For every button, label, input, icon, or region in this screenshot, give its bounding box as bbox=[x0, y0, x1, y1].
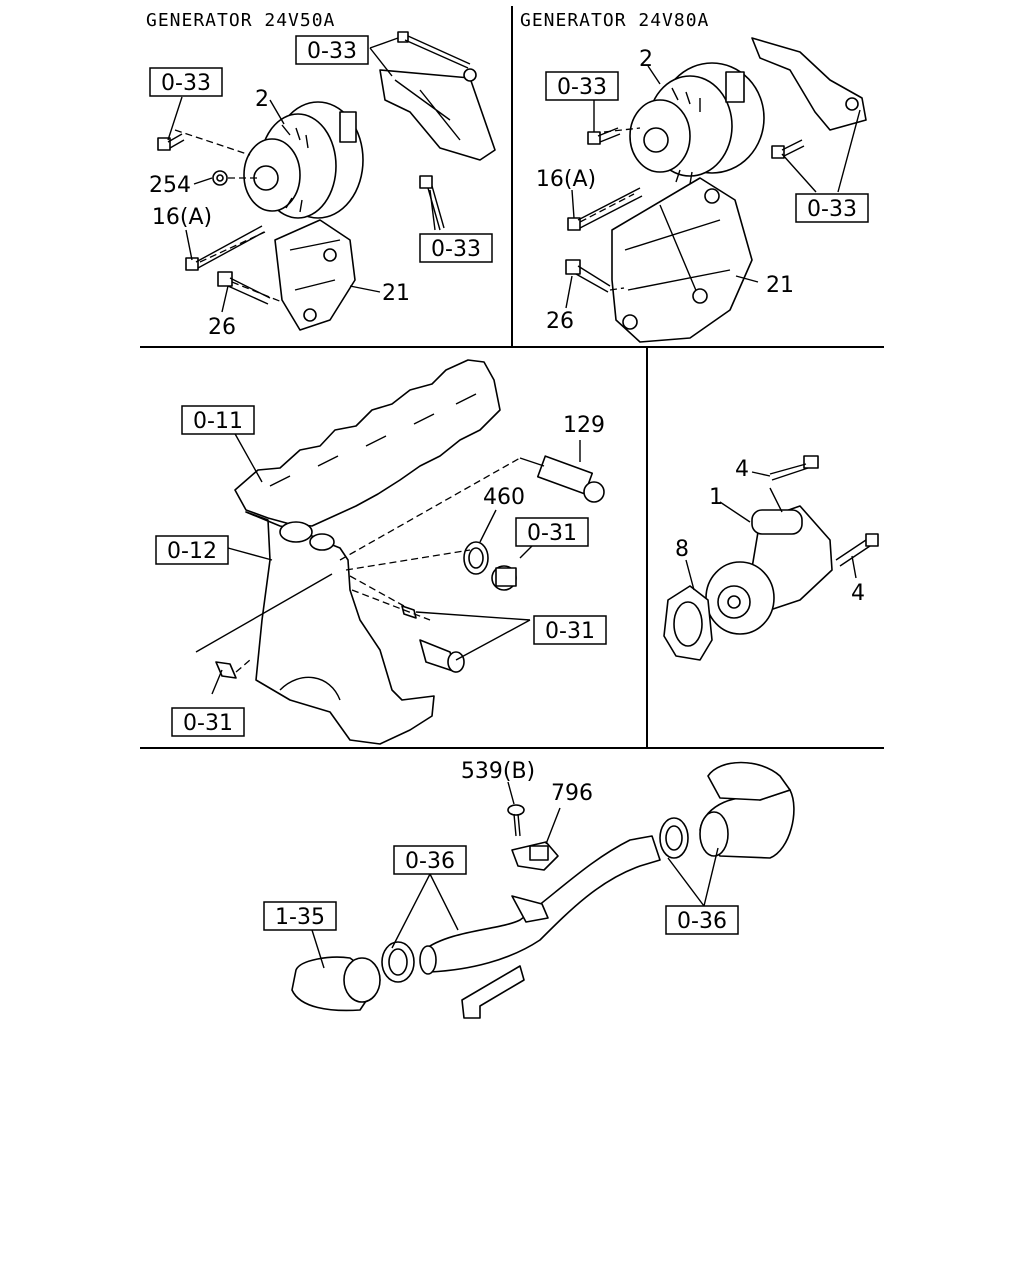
callout-16a-80a[interactable]: 16(A) bbox=[536, 167, 596, 192]
plug-0-31-left bbox=[215, 661, 237, 679]
ref-0-33-left[interactable]: 0-33 bbox=[161, 71, 211, 96]
callout-26[interactable]: 26 bbox=[208, 315, 236, 340]
washer-460 bbox=[463, 541, 489, 575]
ref-0-31-middle[interactable]: 0-31 bbox=[545, 619, 595, 644]
bolt-4-right bbox=[835, 533, 879, 567]
panel-starter: 4 1 8 4 bbox=[663, 455, 879, 661]
ref-box-0-36-right bbox=[665, 905, 739, 935]
cylinder-head bbox=[234, 359, 501, 527]
callout-lines-hose bbox=[311, 781, 719, 969]
ref-0-31-left[interactable]: 0-31 bbox=[183, 711, 233, 736]
gasket-8 bbox=[663, 585, 713, 661]
clamp-left bbox=[381, 941, 415, 983]
ref-1-35[interactable]: 1-35 bbox=[275, 905, 325, 930]
hose-right bbox=[699, 761, 795, 859]
callout-4-right[interactable]: 4 bbox=[851, 581, 865, 606]
ref-0-36-right[interactable]: 0-36 bbox=[677, 909, 727, 934]
screw-539b bbox=[507, 804, 525, 837]
ref-0-33-80a-right[interactable]: 0-33 bbox=[807, 197, 857, 222]
callout-1[interactable]: 1 bbox=[709, 485, 723, 510]
ref-box-0-11 bbox=[181, 405, 255, 435]
mounting-bracket-upper bbox=[379, 68, 496, 161]
bolt-26 bbox=[217, 271, 271, 305]
callout-796[interactable]: 796 bbox=[551, 781, 593, 806]
ref-0-33-80a-left[interactable]: 0-33 bbox=[557, 75, 607, 100]
ref-0-33-top[interactable]: 0-33 bbox=[307, 39, 357, 64]
hose-left bbox=[291, 956, 381, 1012]
bolt-0-33-left bbox=[157, 133, 185, 151]
clamp-right bbox=[659, 817, 689, 859]
ref-box-0-31-right bbox=[515, 517, 589, 547]
ref-box-0-33-80a-left bbox=[545, 71, 619, 101]
cylinder-block bbox=[245, 511, 435, 745]
bracket-796 bbox=[511, 841, 559, 871]
callout-lines-gen80 bbox=[565, 65, 861, 309]
callout-21[interactable]: 21 bbox=[382, 281, 410, 306]
callout-21-80a[interactable]: 21 bbox=[766, 273, 794, 298]
ref-box-0-33-right bbox=[419, 233, 493, 263]
ref-0-11[interactable]: 0-11 bbox=[193, 409, 243, 434]
callout-lines-gen50 bbox=[167, 37, 436, 313]
mounting-bracket-upper-80a bbox=[751, 37, 867, 131]
plug-0-31-right bbox=[491, 565, 517, 591]
callout-lines-starter bbox=[685, 471, 857, 591]
callout-539b[interactable]: 539(B) bbox=[461, 759, 535, 784]
leaders-gen50 bbox=[174, 129, 283, 303]
panel-generator-24v80a: GENERATOR 24V80A bbox=[520, 10, 869, 343]
callout-16a[interactable]: 16(A) bbox=[152, 205, 212, 230]
bolt-right-80a bbox=[771, 139, 805, 159]
bolt-26-80a bbox=[565, 259, 611, 293]
panel-dividers bbox=[140, 6, 884, 749]
pipe-main bbox=[419, 835, 661, 1019]
callout-8[interactable]: 8 bbox=[675, 537, 689, 562]
panel-engine-block: 0-11 0-12 0-31 0-31 0-31 129 460 bbox=[155, 359, 607, 745]
nut-254 bbox=[212, 170, 228, 186]
sensor-129 bbox=[519, 455, 605, 503]
callout-254[interactable]: 254 bbox=[149, 173, 191, 198]
bracket-21-80a bbox=[611, 177, 753, 343]
alternator-24v50a bbox=[243, 101, 364, 219]
ref-0-12[interactable]: 0-12 bbox=[167, 539, 217, 564]
panel-title-generator-24v80a: GENERATOR 24V80A bbox=[520, 10, 709, 31]
bracket-21 bbox=[274, 219, 356, 331]
ref-box-1-35 bbox=[263, 901, 337, 931]
ref-box-0-36-left bbox=[393, 845, 467, 875]
ref-box-0-31-left bbox=[171, 707, 245, 737]
callout-26-80a[interactable]: 26 bbox=[546, 309, 574, 334]
ref-0-36-left[interactable]: 0-36 bbox=[405, 849, 455, 874]
leaders-gen80 bbox=[579, 127, 641, 291]
panel-hose: 1-35 0-36 0-36 539(B) 796 bbox=[263, 759, 795, 1019]
bolt-16a-left bbox=[185, 225, 265, 271]
ref-0-31-right[interactable]: 0-31 bbox=[527, 521, 577, 546]
leaders-engine bbox=[235, 457, 521, 673]
ref-0-33-right[interactable]: 0-33 bbox=[431, 237, 481, 262]
ref-box-0-33-80a-right bbox=[795, 193, 869, 223]
plug-0-31-middle bbox=[401, 605, 465, 673]
callout-2[interactable]: 2 bbox=[255, 87, 269, 112]
bolt-4-top bbox=[769, 455, 819, 481]
ref-box-0-33-left bbox=[149, 67, 223, 97]
bolt-upper bbox=[397, 31, 471, 69]
starter-motor bbox=[705, 505, 833, 635]
ref-box-0-12 bbox=[155, 535, 229, 565]
callout-4-top[interactable]: 4 bbox=[735, 457, 749, 482]
callout-460[interactable]: 460 bbox=[483, 485, 525, 510]
bolt-16a-80a bbox=[567, 187, 643, 231]
callout-2-80a[interactable]: 2 bbox=[639, 47, 653, 72]
ref-box-0-31-middle bbox=[533, 615, 607, 645]
ref-box-0-33-top bbox=[295, 35, 369, 65]
alternator-24v80a bbox=[629, 62, 765, 185]
callout-129[interactable]: 129 bbox=[563, 413, 605, 438]
panel-generator-24v50a: GENERATOR 24V50A bbox=[146, 10, 496, 340]
panel-title-generator-24v50a: GENERATOR 24V50A bbox=[146, 10, 335, 31]
